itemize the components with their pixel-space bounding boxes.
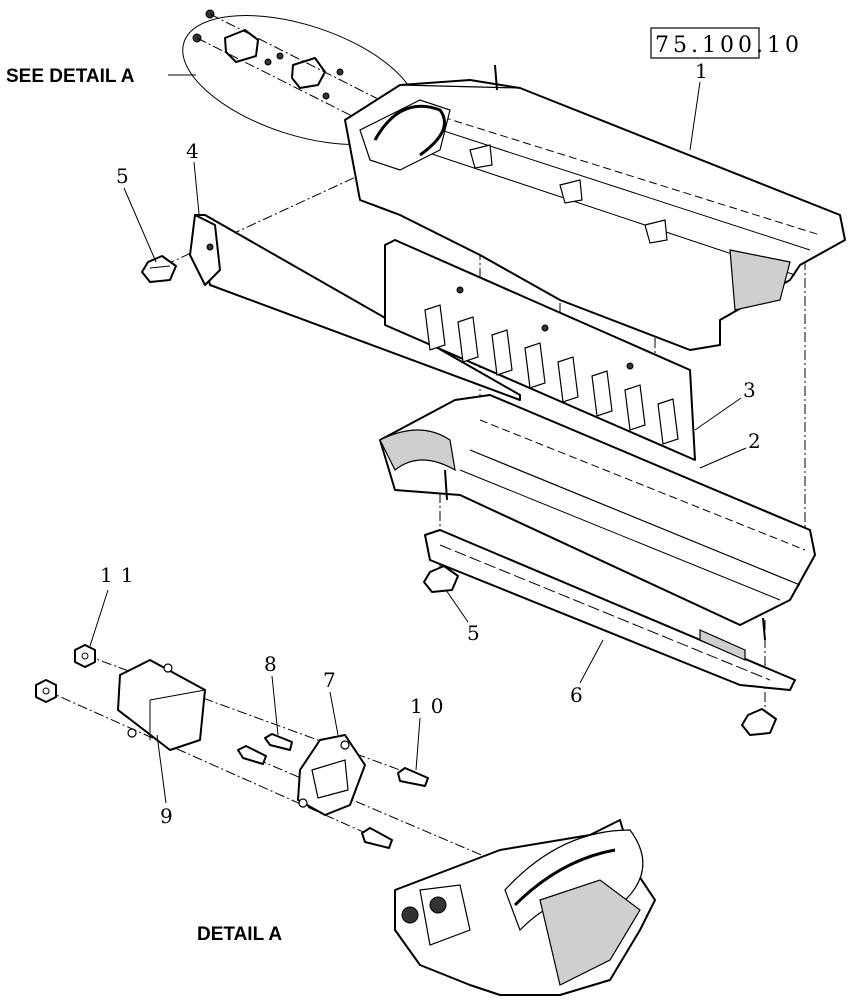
callout-1: 1	[695, 59, 708, 83]
callout-10: 10	[410, 694, 451, 718]
part-10-bolt	[361, 767, 429, 849]
callout-3: 3	[743, 378, 756, 402]
part-7-bracket	[297, 734, 366, 816]
part-9-mount	[117, 659, 206, 751]
part-6-tray	[424, 529, 796, 691]
callout-5-upper: 5	[116, 164, 129, 188]
part-5-knob-bottom-right	[741, 708, 777, 736]
detail-a-assembly	[394, 819, 656, 996]
see-detail-label: SEE DETAIL A	[6, 66, 135, 87]
callout-8: 8	[264, 652, 277, 676]
part-11-nuts	[35, 644, 96, 703]
callout-4: 4	[186, 139, 199, 163]
callout-6: 6	[570, 683, 583, 707]
part-3-baffle	[384, 239, 696, 461]
callout-2: 2	[748, 429, 761, 453]
detail-label: DETAIL A	[197, 924, 282, 945]
callout-5-lower: 5	[467, 621, 480, 645]
reference-code-box: 75.100.10	[650, 27, 803, 59]
part-5-knob-upper	[141, 255, 177, 283]
callout-7: 7	[323, 668, 336, 692]
detail-small-parts	[192, 9, 381, 121]
part-1-upper-housing	[344, 64, 846, 351]
callouts: 1 2 3 4 5 5 6 7 8 9 10 11	[89, 59, 761, 828]
part-8-bolt	[237, 733, 293, 765]
callout-11: 11	[100, 563, 141, 587]
callout-9: 9	[160, 804, 173, 828]
baffle-fingers	[424, 304, 679, 445]
part-5-knob-lower	[423, 565, 459, 593]
part-2-lower-housing	[379, 394, 816, 641]
reference-code: 75.100.10	[655, 33, 803, 58]
part-4-panel	[189, 214, 521, 401]
